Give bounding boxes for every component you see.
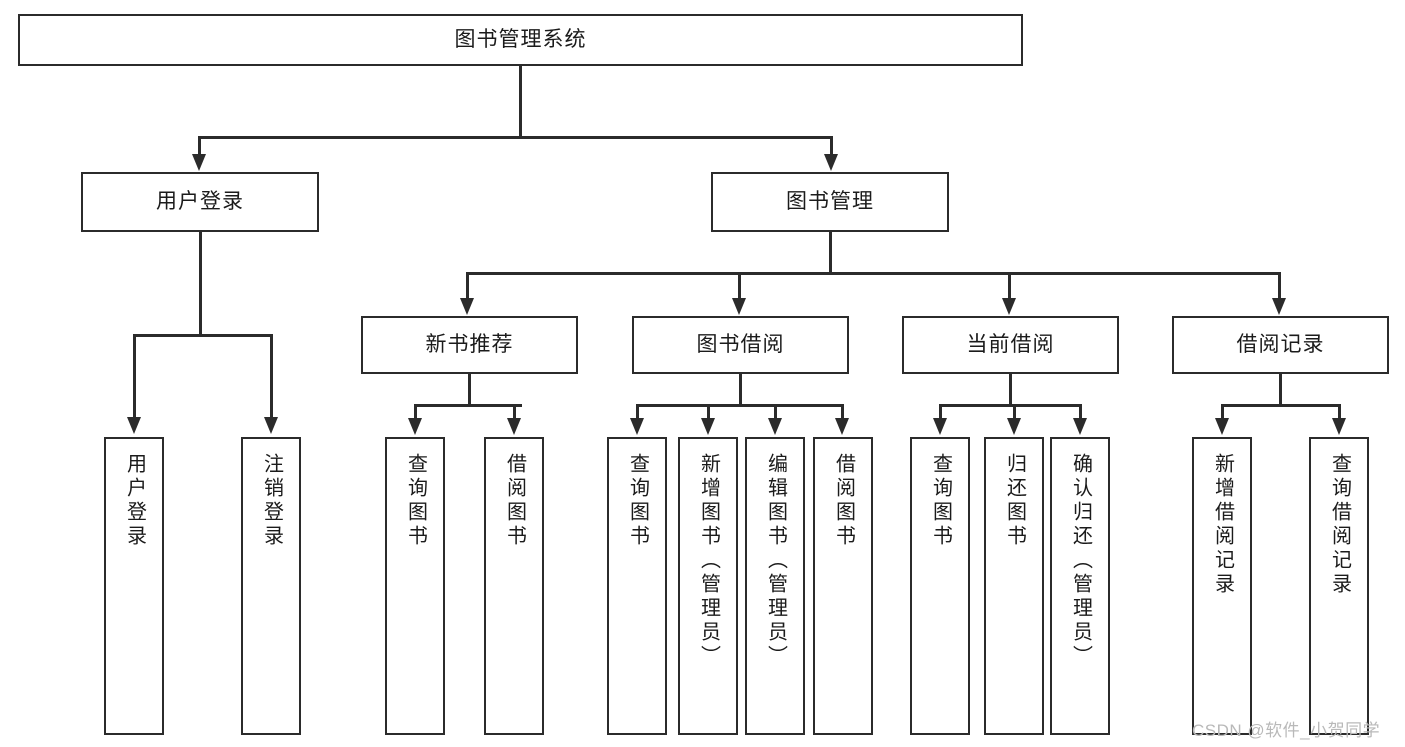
arrowhead-book-manage: [824, 154, 838, 171]
arrowhead-borrow-record: [1272, 298, 1286, 315]
arrowhead-query-book-1: [408, 418, 422, 435]
connector-newbook-drop-1: [414, 404, 417, 420]
leaf-query-book-borrowing[interactable]: 查询图书: [607, 437, 667, 735]
connector-current-stem: [1009, 374, 1012, 406]
arrowhead-user-login: [192, 154, 206, 171]
arrowhead-current-borrow: [1002, 298, 1016, 315]
leaf-add-book-admin[interactable]: 新增图书（管理员）: [678, 437, 738, 735]
leaf-label: 新增图书（管理员）: [697, 453, 720, 669]
connector-userlogin-drop-2: [270, 334, 273, 419]
arrowhead-book-borrow: [732, 298, 746, 315]
connector-record-bus: [1221, 404, 1338, 407]
leaf-query-book-newbook[interactable]: 查询图书: [385, 437, 445, 735]
leaf-return-book[interactable]: 归还图书: [984, 437, 1044, 735]
node-user-login[interactable]: 用户登录: [81, 172, 319, 232]
leaf-label: 确认归还（管理员）: [1069, 453, 1092, 669]
leaf-query-borrow-record[interactable]: 查询借阅记录: [1309, 437, 1369, 735]
arrowhead-new-book-rec: [460, 298, 474, 315]
connector-root-drop-left: [198, 136, 201, 156]
leaf-query-book-current[interactable]: 查询图书: [910, 437, 970, 735]
arrowhead-edit-book: [768, 418, 782, 435]
leaf-label: 查询图书: [929, 453, 952, 549]
leaf-label: 查询借阅记录: [1328, 453, 1351, 597]
connector-current-drop-1: [939, 404, 942, 420]
leaf-label: 编辑图书（管理员）: [764, 453, 787, 669]
arrowhead-return-book: [1007, 418, 1021, 435]
arrowhead-query-book-2: [630, 418, 644, 435]
connector-current-drop-3: [1079, 404, 1082, 420]
connector-bookmanage-bus: [466, 272, 1280, 275]
connector-record-drop-2: [1338, 404, 1341, 420]
arrowhead-query-record: [1332, 418, 1346, 435]
connector-borrow-stem: [739, 374, 742, 406]
node-root-book-management-system[interactable]: 图书管理系统: [18, 14, 1023, 66]
node-new-book-recommendation[interactable]: 新书推荐: [361, 316, 578, 374]
arrowhead-add-book: [701, 418, 715, 435]
arrowhead-leaf-user-login: [127, 417, 141, 434]
connector-bookmanage-drop-4: [1278, 272, 1281, 300]
leaf-label: 新增借阅记录: [1211, 453, 1234, 597]
connector-newbook-drop-2: [513, 404, 516, 420]
node-book-borrowing[interactable]: 图书借阅: [632, 316, 849, 374]
arrowhead-leaf-logout: [264, 417, 278, 434]
connector-bookmanage-drop-1: [466, 272, 469, 300]
leaf-edit-book-admin[interactable]: 编辑图书（管理员）: [745, 437, 805, 735]
connector-borrow-drop-2: [707, 404, 710, 420]
arrowhead-borrow-book-1: [507, 418, 521, 435]
leaf-add-borrow-record[interactable]: 新增借阅记录: [1192, 437, 1252, 735]
leaf-borrow-book-borrowing[interactable]: 借阅图书: [813, 437, 873, 735]
connector-current-bus: [939, 404, 1081, 407]
arrowhead-borrow-book-2: [835, 418, 849, 435]
connector-bookmanage-stem: [829, 232, 832, 274]
connector-borrow-drop-4: [841, 404, 844, 420]
leaf-label: 借阅图书: [503, 453, 526, 549]
connector-record-drop-1: [1221, 404, 1224, 420]
connector-userlogin-drop-1: [133, 334, 136, 419]
node-book-management[interactable]: 图书管理: [711, 172, 949, 232]
leaf-label: 查询图书: [626, 453, 649, 549]
leaf-logout[interactable]: 注销登录: [241, 437, 301, 735]
connector-newbook-stem: [468, 374, 471, 406]
arrowhead-confirm-return: [1073, 418, 1087, 435]
leaf-label: 注销登录: [260, 453, 283, 549]
connector-record-stem: [1279, 374, 1282, 406]
connector-current-drop-2: [1013, 404, 1016, 420]
connector-root-drop-right: [830, 136, 833, 156]
connector-bookmanage-drop-2: [738, 272, 741, 300]
arrowhead-query-book-3: [933, 418, 947, 435]
leaf-borrow-book-newbook[interactable]: 借阅图书: [484, 437, 544, 735]
node-borrowing-record[interactable]: 借阅记录: [1172, 316, 1389, 374]
arrowhead-add-record: [1215, 418, 1229, 435]
node-current-borrowing[interactable]: 当前借阅: [902, 316, 1119, 374]
leaf-label: 用户登录: [123, 453, 146, 549]
connector-root-bus: [198, 136, 832, 139]
connector-userlogin-bus: [133, 334, 272, 337]
watermark-csdn: CSDN @软件_小贺同学: [1192, 721, 1381, 740]
leaf-label: 归还图书: [1003, 453, 1026, 549]
connector-borrow-bus: [636, 404, 843, 407]
connector-newbook-bus: [414, 404, 522, 407]
connector-borrow-drop-3: [774, 404, 777, 420]
leaf-label: 查询图书: [404, 453, 427, 549]
connector-userlogin-stem: [199, 232, 202, 336]
connector-borrow-drop-1: [636, 404, 639, 420]
leaf-user-login[interactable]: 用户登录: [104, 437, 164, 735]
leaf-confirm-return-admin[interactable]: 确认归还（管理员）: [1050, 437, 1110, 735]
connector-bookmanage-drop-3: [1008, 272, 1011, 300]
leaf-label: 借阅图书: [832, 453, 855, 549]
connector-root-stem: [519, 66, 522, 138]
